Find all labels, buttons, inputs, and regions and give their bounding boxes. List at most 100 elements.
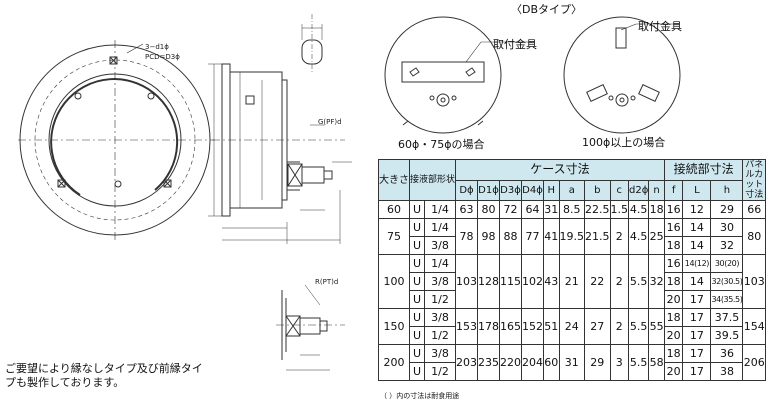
table-cell: 128 bbox=[477, 254, 501, 309]
table-cell: 17 bbox=[682, 326, 712, 345]
col-header: Dϕ bbox=[455, 179, 479, 201]
table-cell: 14(12) bbox=[682, 254, 712, 273]
table-cell: 17 bbox=[682, 362, 712, 381]
table-cell: 3/8 bbox=[424, 344, 457, 363]
table-cell: 5.5 bbox=[628, 254, 650, 309]
table-cell: 165 bbox=[499, 308, 523, 345]
table-cell: 14 bbox=[682, 218, 712, 237]
table-cell: 32 bbox=[648, 254, 665, 309]
table-cell: 200 bbox=[378, 344, 410, 381]
table-cell: 17 bbox=[682, 290, 712, 309]
table-cell: 21 bbox=[558, 254, 586, 309]
header-size: 大きさ bbox=[378, 159, 410, 201]
table-cell: 18 bbox=[663, 236, 684, 255]
header-case: ケース寸法 bbox=[455, 159, 665, 181]
table-cell: 16 bbox=[663, 200, 684, 219]
thread-g-label: G(PF)d bbox=[318, 118, 342, 126]
table-cell: U bbox=[408, 218, 426, 237]
table-cell: 1/4 bbox=[424, 254, 457, 273]
table-cell: U bbox=[408, 236, 426, 255]
table-cell: 22 bbox=[584, 254, 611, 309]
col-header: a bbox=[558, 179, 586, 201]
table-cell: 3/8 bbox=[424, 308, 457, 327]
table-cell: 1/2 bbox=[424, 290, 457, 309]
table-cell: 1/4 bbox=[424, 200, 457, 219]
header-joint: 接続部寸法 bbox=[663, 159, 744, 181]
table-cell: 75 bbox=[378, 218, 410, 255]
table-cell: 31 bbox=[558, 344, 586, 381]
db-type-title: 〈DBタイプ〉 bbox=[511, 3, 583, 16]
col-header: h bbox=[710, 179, 744, 201]
db-type-a bbox=[384, 16, 535, 134]
table-cell: 18 bbox=[663, 308, 684, 327]
table-cell: 18 bbox=[663, 272, 684, 291]
case-label-a: 60ϕ・75ϕの場合 bbox=[398, 137, 485, 151]
table-cell: 18 bbox=[648, 200, 665, 219]
table-cell: 32(30.5) bbox=[710, 272, 744, 291]
table-cell: 37.5 bbox=[710, 308, 744, 327]
table-cell: 34(35.5) bbox=[710, 290, 744, 309]
col-header: D3ϕ bbox=[499, 179, 523, 201]
table-cell: 178 bbox=[477, 308, 501, 345]
table-cell: 32 bbox=[710, 236, 744, 255]
col-header: L bbox=[682, 179, 712, 201]
mount-label-a: 取付金具 bbox=[493, 37, 537, 51]
footnote: （ ）内の寸法は耐食用途 bbox=[380, 392, 460, 400]
table-cell: 8.5 bbox=[558, 200, 586, 219]
table-cell: 14 bbox=[682, 272, 712, 291]
table-cell: 16 bbox=[663, 218, 684, 237]
table-cell: 103 bbox=[455, 254, 479, 309]
table-cell: 1/4 bbox=[424, 218, 457, 237]
side-view bbox=[208, 14, 352, 244]
table-cell: 5.5 bbox=[628, 344, 650, 381]
table-cell: 12 bbox=[682, 200, 712, 219]
table-cell: 39.5 bbox=[710, 326, 744, 345]
table-cell: 1/2 bbox=[424, 362, 457, 381]
table-cell: 36 bbox=[710, 344, 744, 363]
thread-r-label: R(PT)d bbox=[315, 278, 338, 286]
table-cell: 100 bbox=[378, 254, 410, 309]
table-cell: 2 bbox=[609, 218, 630, 255]
table-cell: 66 bbox=[742, 200, 766, 219]
table-cell: U bbox=[408, 200, 426, 219]
table-cell: 2 bbox=[609, 308, 630, 345]
table-cell: 31 bbox=[543, 200, 560, 219]
note-text: ご要望により縁なしタイプ及び前縁タイプも製作しております。 bbox=[5, 362, 203, 389]
table-cell: 3 bbox=[609, 344, 630, 381]
table-cell: 20 bbox=[663, 326, 684, 345]
table-cell: 98 bbox=[477, 218, 501, 255]
pcd-label: PCD=D3ϕ bbox=[145, 53, 180, 61]
case-label-b: 100ϕ以上の場合 bbox=[582, 135, 665, 149]
table-cell: 30 bbox=[710, 218, 744, 237]
col-header: d2ϕ bbox=[628, 179, 650, 201]
table-cell: 58 bbox=[648, 344, 665, 381]
header-panel: パネルカット寸法 bbox=[742, 159, 766, 201]
table-cell: 21.5 bbox=[584, 218, 611, 255]
table-cell: 235 bbox=[477, 344, 501, 381]
table-cell: U bbox=[408, 254, 426, 273]
table-cell: U bbox=[408, 308, 426, 327]
table-cell: 17 bbox=[682, 344, 712, 363]
table-cell: 29 bbox=[584, 344, 611, 381]
table-cell: 4.5 bbox=[628, 200, 650, 219]
table-cell: 1.5 bbox=[609, 200, 630, 219]
table-cell: 5.5 bbox=[628, 308, 650, 345]
table-cell: 18 bbox=[663, 344, 684, 363]
table-cell: U bbox=[408, 326, 426, 345]
col-header: D1ϕ bbox=[477, 179, 501, 201]
table-cell: 20 bbox=[663, 362, 684, 381]
table-cell: 25 bbox=[648, 218, 665, 255]
table-cell: 63 bbox=[455, 200, 479, 219]
table-cell: 19.5 bbox=[558, 218, 586, 255]
header-conn: 接液部形状 bbox=[408, 159, 457, 201]
table-cell: 203 bbox=[455, 344, 479, 381]
col-header: n bbox=[648, 179, 665, 201]
